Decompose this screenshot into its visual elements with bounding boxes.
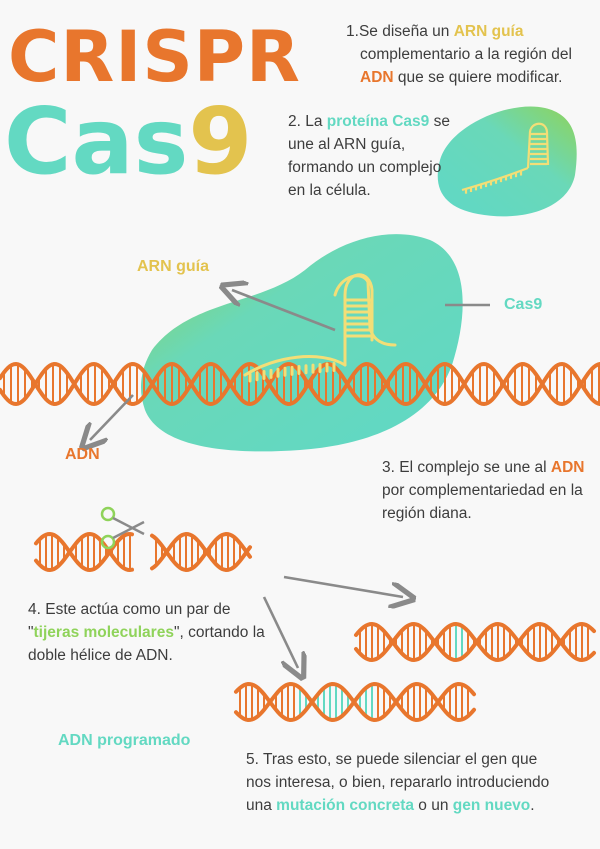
arrow-to-programmed <box>262 596 298 668</box>
label-cas9: Cas9 <box>504 296 543 313</box>
arrow-arn-guia <box>232 290 336 332</box>
dna-cut-right <box>150 531 252 573</box>
big-guide-rna <box>243 273 397 383</box>
dna-programmed <box>234 681 476 723</box>
arrow-adn <box>90 394 134 440</box>
label-adn-programado: ADN programado <box>58 732 191 749</box>
step-4-text: 4. Este actúa como un par de "tijeras mo… <box>28 601 265 664</box>
label-arn-guia: ARN guía <box>137 258 209 275</box>
step-5-text: 5. Tras esto, se puede silenciar el gen … <box>246 751 550 814</box>
dna-repaired <box>354 621 596 663</box>
small-cas9-complex <box>437 106 577 217</box>
step-3-text: 3. El complejo se une al ADN por complem… <box>382 459 585 522</box>
step-2-text: 2. La proteína Cas9 se une al ARN guía, … <box>288 113 450 199</box>
arrows <box>90 290 490 668</box>
title-crispr: CRISPR <box>8 16 301 98</box>
arrow-to-repaired <box>283 575 403 597</box>
scissors-icon <box>100 506 145 550</box>
dna-cut-left <box>34 531 134 573</box>
small-guide-rna <box>461 122 550 194</box>
step-1-text: 1.Se diseña un ARN guía complementario a… <box>346 23 572 86</box>
title-cas9: Cas9 <box>4 88 253 195</box>
label-adn: ADN <box>65 446 100 463</box>
